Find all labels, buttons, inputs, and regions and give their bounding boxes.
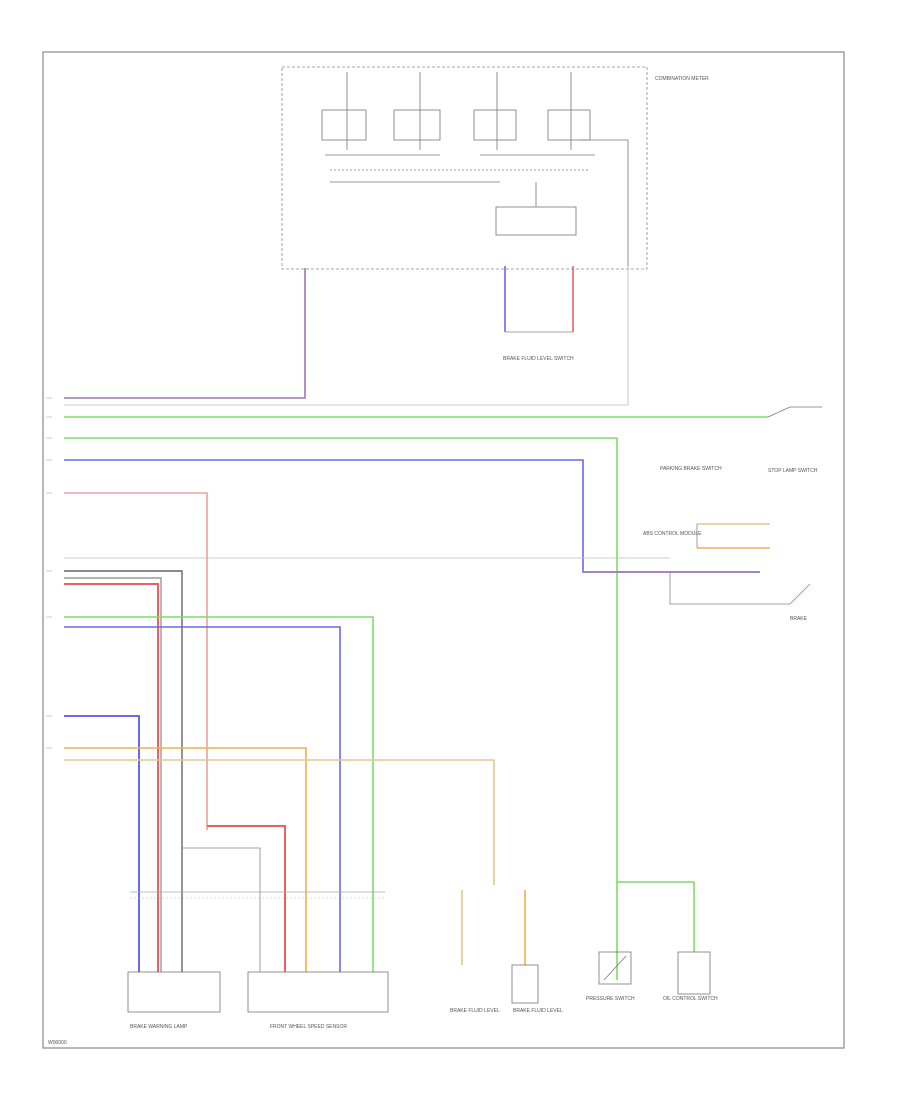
pressure-switch: PRESSURE SWITCH (586, 951, 635, 1002)
warn-lamp-label: BRAKE WARNING LAMP (130, 1024, 188, 1030)
abs-sensor-connector (127, 971, 221, 1013)
wire-red-2 (207, 825, 286, 972)
wire-blue-wss (64, 626, 341, 972)
stop-lamp-switch-label: STOP LAMP SWITCH (768, 468, 818, 474)
figure-code: W00000 (48, 1040, 67, 1046)
wire-red-1 (64, 583, 159, 972)
abs-connector (696, 523, 770, 549)
wire-beige (64, 759, 495, 885)
wire-purple-top (64, 268, 306, 399)
left-pin-ticks (46, 397, 52, 749)
wire-green-pressure (64, 437, 618, 980)
parking-brake-label: PARKING BRAKE SWITCH (660, 466, 722, 472)
brake-module-label: BRAKE (790, 616, 808, 622)
wire-pink (64, 492, 208, 830)
module-box-label: COMBINATION METER (655, 76, 709, 82)
brake-fluid-switch: BRAKE FLUID LEVEL SWITCH (503, 266, 574, 362)
svg-text:OIL CONTROL SWITCH: OIL CONTROL SWITCH (663, 996, 718, 1002)
meter-internal (321, 72, 629, 266)
svg-text:BRAKE FLUID LEVEL: BRAKE FLUID LEVEL (450, 1008, 500, 1014)
diagram-border (42, 51, 845, 1049)
svg-text:PRESSURE SWITCH: PRESSURE SWITCH (586, 996, 635, 1002)
fluid-level-left: BRAKE FLUID LEVEL (450, 890, 500, 1014)
brake-fluid-label: BRAKE FLUID LEVEL SWITCH (503, 356, 574, 362)
stop-lamp-switch-link (767, 406, 822, 418)
brake-switch-link (669, 572, 811, 605)
wss-connector (247, 971, 389, 1013)
module-box (281, 66, 648, 270)
wire-green-wss (64, 616, 374, 972)
abs-control-label: ABS CONTROL MODULE (643, 531, 702, 537)
wire-grey-3 (64, 577, 162, 972)
fluid-level-right: BRAKE FLUID LEVEL (511, 890, 563, 1014)
oil-control-switch: OIL CONTROL SWITCH (617, 881, 718, 1002)
wire-dark-1 (64, 570, 183, 972)
wire-grey-mid (182, 847, 261, 972)
front-wss-label: FRONT WHEEL SPEED SENSOR (270, 1024, 347, 1030)
wire-blue-short (64, 715, 140, 972)
wire-orange (64, 747, 307, 972)
svg-text:BRAKE FLUID LEVEL: BRAKE FLUID LEVEL (513, 1008, 563, 1014)
wire-blue-abs (64, 459, 760, 573)
